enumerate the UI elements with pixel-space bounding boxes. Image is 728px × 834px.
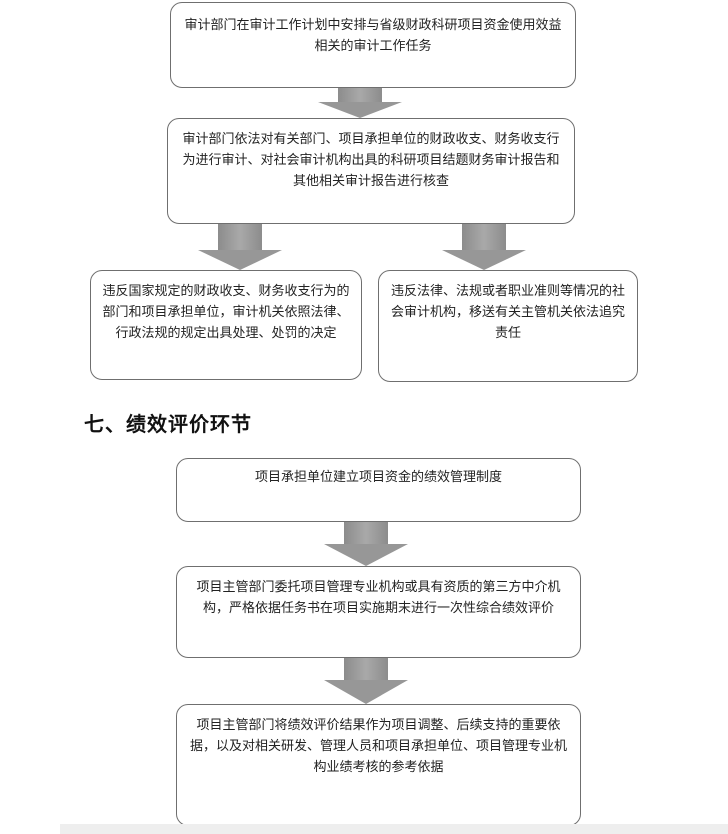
agency-violation-box: 违反法律、法规或者职业准则等情况的社会审计机构，移送有关主管机关依法追究责任 xyxy=(378,270,638,382)
down-arrow-left xyxy=(198,224,282,270)
audit-task-box: 审计部门在审计工作计划中安排与省级财政科研项目资金使用效益相关的审计工作任务 xyxy=(170,2,576,88)
down-arrow-right xyxy=(442,224,526,270)
audit-review-text: 审计部门依法对有关部门、项目承担单位的财政收支、财务收支行为进行审计、对社会审计… xyxy=(182,132,560,189)
down-arrow-3 xyxy=(324,658,408,704)
performance-system-text: 项目承担单位建立项目资金的绩效管理制度 xyxy=(254,470,502,485)
audit-review-box: 审计部门依法对有关部门、项目承担单位的财政收支、财务收支行为进行审计、对社会审计… xyxy=(167,118,575,224)
agency-violation-text: 违反法律、法规或者职业准则等情况的社会审计机构，移送有关主管机关依法追究责任 xyxy=(390,284,625,341)
page-bottom-edge xyxy=(60,824,728,834)
evaluation-box: 项目主管部门委托项目管理专业机构或具有资质的第三方中介机构，严格依据任务书在项目… xyxy=(176,566,581,658)
section-heading: 七、绩效评价环节 xyxy=(84,412,252,436)
results-usage-box: 项目主管部门将绩效评价结果作为项目调整、后续支持的重要依据，以及对相关研发、管理… xyxy=(176,704,581,826)
evaluation-text: 项目主管部门委托项目管理专业机构或具有资质的第三方中介机构，严格依据任务书在项目… xyxy=(196,580,561,616)
down-arrow-2 xyxy=(324,522,408,566)
audit-task-text: 审计部门在审计工作计划中安排与省级财政科研项目资金使用效益相关的审计工作任务 xyxy=(184,18,562,54)
performance-system-box: 项目承担单位建立项目资金的绩效管理制度 xyxy=(176,458,581,522)
unit-violation-text: 违反国家规定的财政收支、财务收支行为的部门和项目承担单位，审计机关依照法律、行政… xyxy=(102,284,350,341)
results-usage-text: 项目主管部门将绩效评价结果作为项目调整、后续支持的重要依据，以及对相关研发、管理… xyxy=(189,718,567,775)
down-arrow-1 xyxy=(318,88,402,118)
unit-violation-box: 违反国家规定的财政收支、财务收支行为的部门和项目承担单位，审计机关依照法律、行政… xyxy=(90,270,362,380)
